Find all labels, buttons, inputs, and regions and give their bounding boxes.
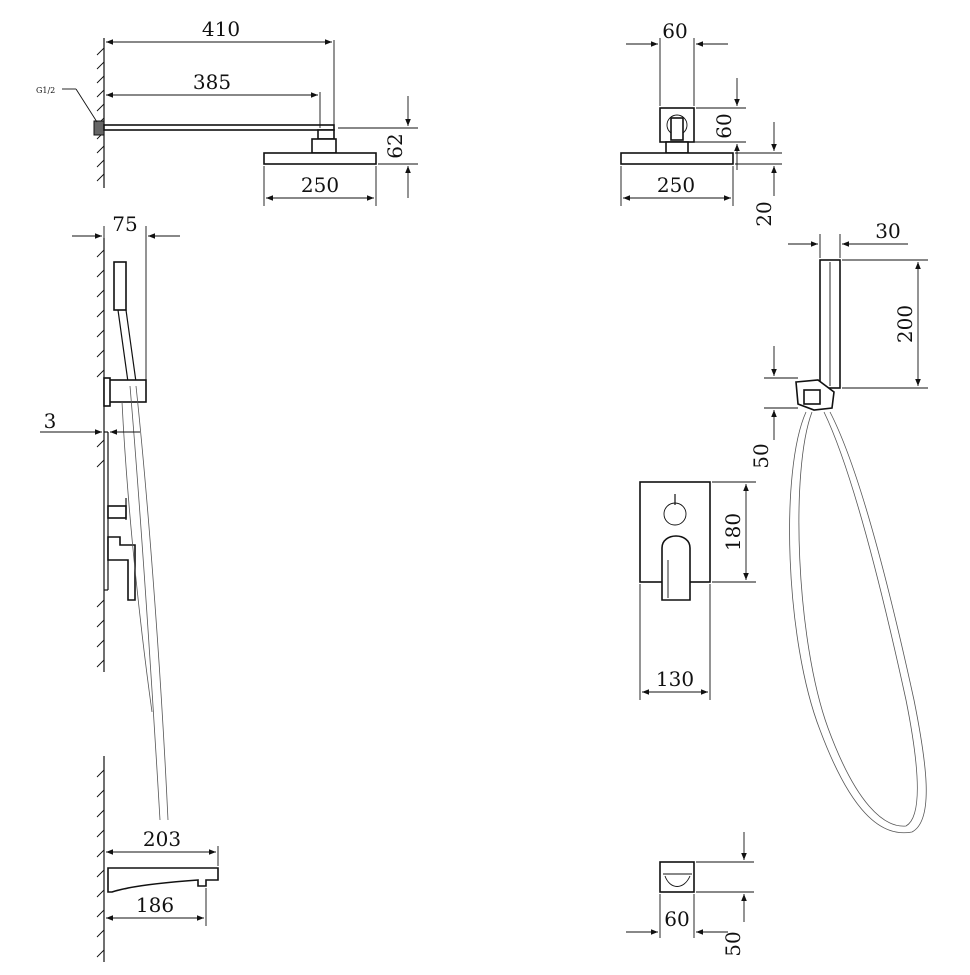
dim-head-thickness: 20 <box>752 201 776 226</box>
dim-plate-width: 130 <box>656 667 694 691</box>
dim-drop: 62 <box>383 133 407 158</box>
dim-head-side: 250 <box>301 173 339 197</box>
dim-holder-projection: 75 <box>112 212 137 236</box>
spout-side-view: 203 186 <box>96 756 219 962</box>
thread-note: G1/2 <box>36 86 55 95</box>
dim-arm-total: 410 <box>202 17 240 41</box>
dim-plate-height: 180 <box>721 513 745 551</box>
shower-head-front <box>620 152 734 165</box>
dim-gap: 3 <box>44 409 57 433</box>
hose-side <box>129 385 161 821</box>
lever-handle-side <box>107 536 136 601</box>
dim-top-connector: 60 <box>662 19 687 43</box>
hose-front <box>789 411 927 834</box>
wall-middle-left <box>96 238 105 672</box>
mixer-side-view: 75 3 <box>40 212 180 821</box>
dim-spout-width: 60 <box>664 907 689 931</box>
wall-top-left <box>96 38 105 188</box>
dim-hand-shower-length: 200 <box>893 305 917 343</box>
dim-bracket-height: 50 <box>749 443 773 468</box>
dim-head-front: 250 <box>657 173 695 197</box>
dim-spout-inner: 186 <box>136 893 174 917</box>
dim-spout-length: 203 <box>143 827 181 851</box>
holder-bracket-side <box>107 379 147 403</box>
hand-shower-front-view: 30 200 50 <box>749 219 928 834</box>
dim-top-connector-height: 60 <box>712 113 736 138</box>
shower-arm <box>103 124 335 131</box>
dim-arm-inner: 385 <box>193 70 231 94</box>
dim-spout-height: 50 <box>721 931 745 956</box>
spout-front-view: 60 50 <box>626 832 754 957</box>
shower-head-front-view: 60 60 250 20 <box>620 19 782 227</box>
wall-flange <box>93 120 105 136</box>
shower-head-side <box>263 152 377 165</box>
bath-spout-side <box>107 867 219 893</box>
hand-shower-side <box>113 261 127 311</box>
shower-arm-side-view: G1/2 410 385 62 250 <box>36 17 418 206</box>
wall-bottom-left <box>96 756 105 962</box>
dim-holder-depth: 30 <box>875 219 900 243</box>
mixer-plate-front-view: 180 130 <box>639 481 756 700</box>
lever-handle-front <box>661 535 691 601</box>
